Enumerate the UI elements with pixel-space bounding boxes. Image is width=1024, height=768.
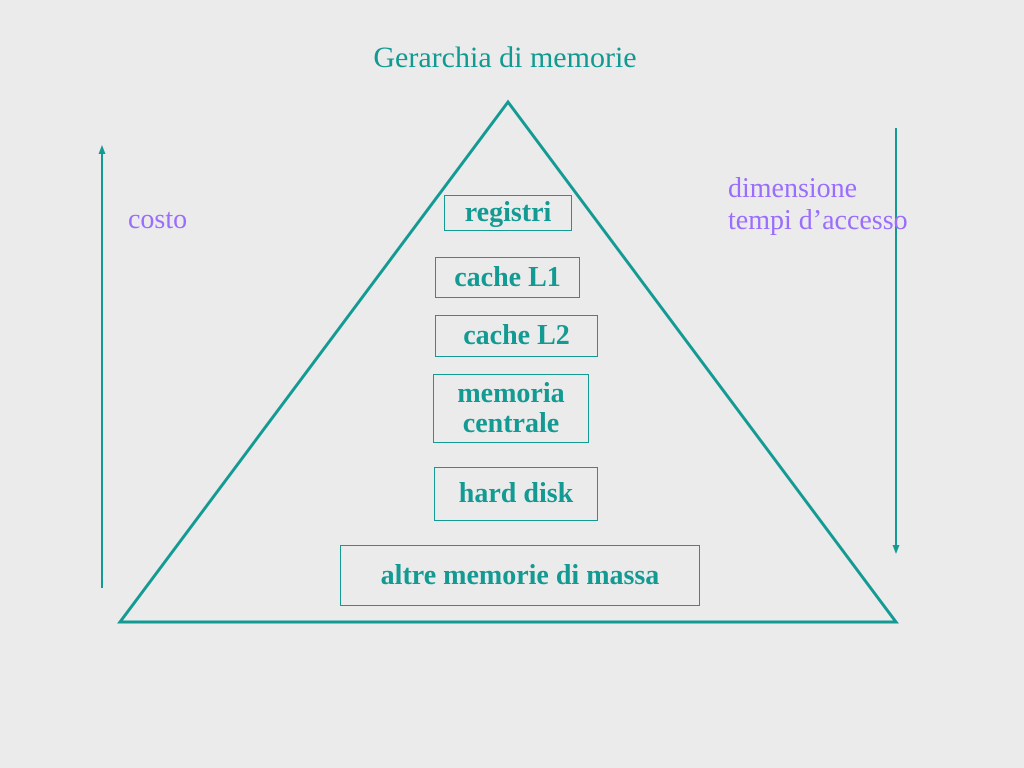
level-label-line-1: memoria <box>457 378 565 410</box>
level-label: registri <box>464 197 552 228</box>
level-hard-disk: hard disk <box>434 467 598 521</box>
level-label: cache L2 <box>463 320 570 351</box>
level-label: hard disk <box>458 478 574 509</box>
level-label-line-2: centrale <box>462 407 560 439</box>
cost-label: costo <box>128 204 188 235</box>
access-time-label: tempi d’accesso <box>728 205 908 237</box>
size-arrow <box>892 128 900 554</box>
level-memoria-centrale: memoria centrale <box>433 374 589 443</box>
level-label: altre memorie di massa <box>380 559 660 591</box>
slide-title: Gerarchia di memorie <box>373 41 637 74</box>
level-cache-l1: cache L1 <box>435 257 580 298</box>
size-label: dimensione <box>728 173 858 204</box>
level-altre-memorie: altre memorie di massa <box>340 545 700 606</box>
level-cache-l2: cache L2 <box>435 315 598 357</box>
cost-arrow <box>98 145 106 588</box>
level-registri: registri <box>444 195 572 231</box>
level-label: cache L1 <box>454 261 561 293</box>
pyramid-triangle <box>117 99 899 624</box>
size-access-time-label: dimensione tempi d’accesso <box>728 173 908 238</box>
